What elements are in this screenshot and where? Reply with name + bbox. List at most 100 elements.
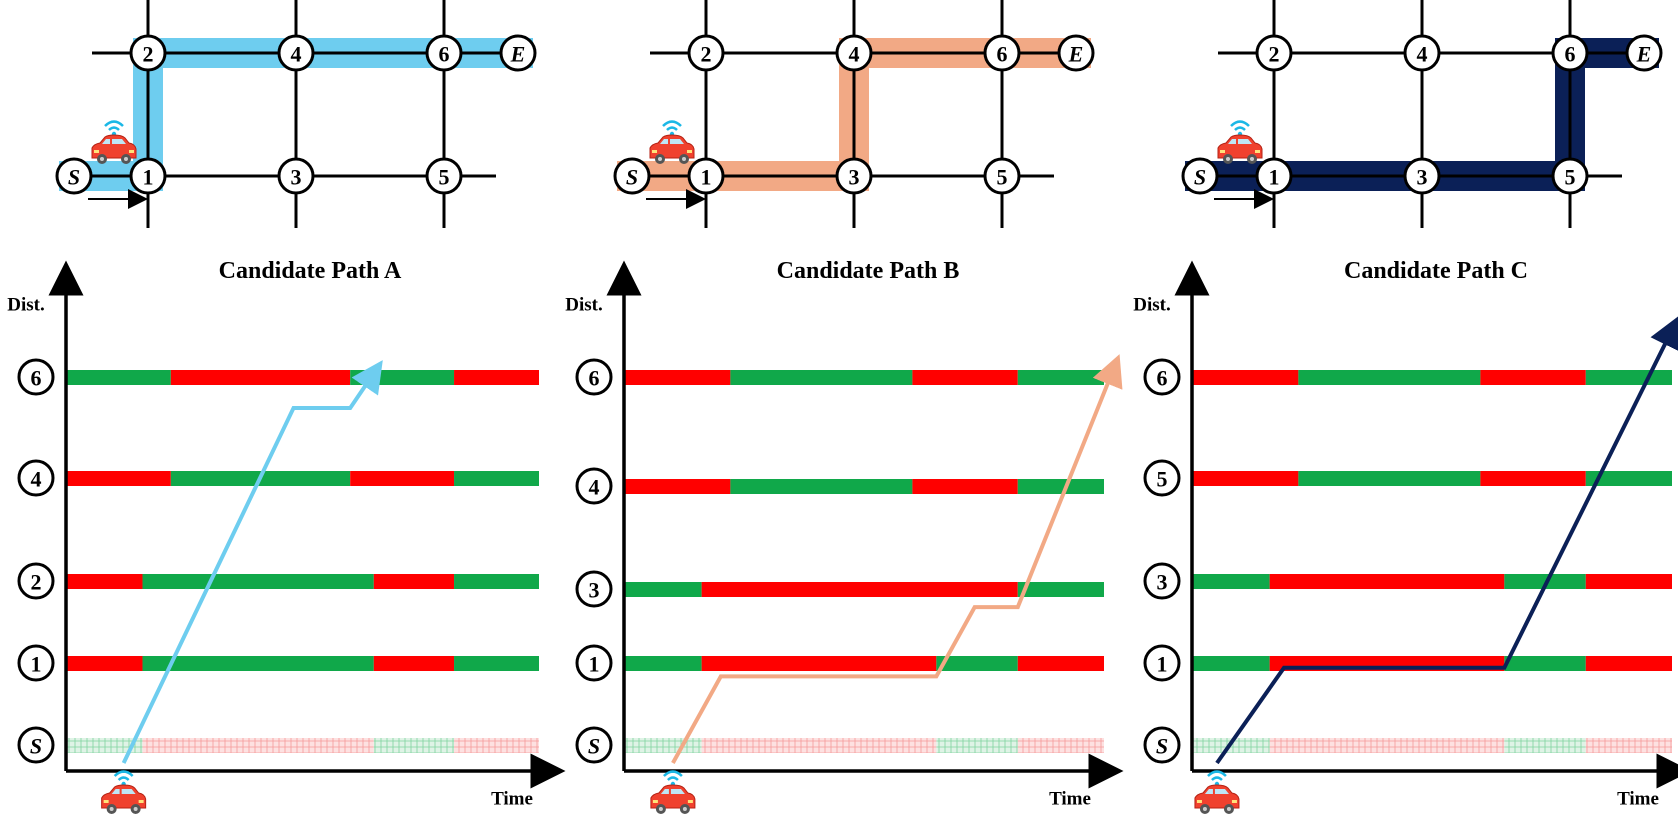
row-label-6: 6 (1143, 358, 1181, 396)
node-5-label: 5 (1565, 165, 1576, 190)
signal-row-2: 2 (17, 562, 539, 600)
y-axis-label: Dist. (7, 295, 44, 316)
signal-timing-chart: 6 4 2 1S Dist. Time (7, 260, 566, 814)
row-label-4-label: 4 (31, 467, 42, 492)
signal-row-4: 4 (17, 459, 539, 497)
signal-green-phase (625, 738, 702, 753)
signal-green-phase (454, 471, 539, 486)
row-label-1-label: 1 (31, 652, 42, 677)
signal-row-3: 3 (575, 570, 1104, 608)
connected-car-icon (649, 120, 695, 164)
node-6: 6 (425, 34, 463, 72)
start-car-icon (650, 770, 696, 814)
node-1-label: 1 (143, 165, 154, 190)
row-label-1-label: 1 (589, 652, 600, 677)
node-s: S (613, 157, 651, 195)
signal-green-phase (67, 738, 143, 753)
signal-red-phase (1585, 656, 1672, 671)
node-4: 4 (1403, 34, 1441, 72)
signal-row-6: 6 (1143, 358, 1672, 396)
row-label-3-label: 3 (1157, 570, 1168, 595)
node-6-label: 6 (1565, 42, 1576, 67)
row-label-s-label: S (30, 734, 42, 759)
panel-title: Candidate Path C (1344, 258, 1528, 284)
row-label-s: S (17, 726, 55, 764)
row-label-3-label: 3 (589, 578, 600, 603)
signal-red-phase (912, 479, 1018, 494)
node-2: 2 (1255, 34, 1293, 72)
signal-red-phase (1585, 738, 1672, 753)
node-s-label: S (68, 165, 80, 190)
node-s-label: S (626, 165, 638, 190)
signal-red-phase (1193, 471, 1299, 486)
node-5: 5 (425, 157, 463, 195)
signal-row-s: S (575, 726, 1104, 764)
signal-red-phase (142, 738, 374, 753)
signal-green-phase (1585, 370, 1672, 385)
node-5-label: 5 (439, 165, 450, 190)
signal-red-phase (625, 479, 731, 494)
connected-car-icon (91, 120, 137, 164)
node-e: E (1057, 34, 1095, 72)
signal-row-6: 6 (575, 358, 1104, 396)
signal-green-phase (1017, 370, 1104, 385)
signal-row-1: 1 (1143, 644, 1672, 682)
signal-red-phase (1193, 370, 1299, 385)
node-e-label: E (1636, 42, 1652, 67)
node-2-label: 2 (143, 42, 154, 67)
signal-green-phase (454, 656, 539, 671)
signal-green-phase (1298, 471, 1481, 486)
signal-red-phase (350, 471, 455, 486)
node-6-label: 6 (439, 42, 450, 67)
signal-row-1: 1 (17, 644, 539, 682)
row-label-2: 2 (17, 562, 55, 600)
signal-green-phase (373, 738, 455, 753)
node-e: E (499, 34, 537, 72)
signal-red-phase (1269, 574, 1505, 589)
signal-red-phase (67, 471, 171, 486)
row-label-6-label: 6 (1157, 366, 1168, 391)
signal-green-phase (1193, 656, 1270, 671)
node-1: 1 (687, 157, 725, 195)
signal-red-phase (67, 656, 143, 671)
signal-green-phase (1017, 479, 1104, 494)
row-label-6-label: 6 (31, 366, 42, 391)
node-3: 3 (1403, 157, 1441, 195)
row-label-3: 3 (1143, 562, 1181, 600)
signal-red-phase (1269, 738, 1505, 753)
row-label-3: 3 (575, 570, 613, 608)
x-axis-label: Time (491, 789, 533, 810)
row-label-6: 6 (575, 358, 613, 396)
signal-green-phase (67, 370, 171, 385)
panel-title: Candidate Path A (219, 258, 402, 284)
node-5-label: 5 (997, 165, 1008, 190)
signal-row-4: 4 (575, 467, 1104, 505)
node-3-label: 3 (291, 165, 302, 190)
row-label-s-label: S (588, 734, 600, 759)
start-car-icon (1194, 770, 1240, 814)
node-e-label: E (510, 42, 526, 67)
node-4: 4 (835, 34, 873, 72)
node-4-label: 4 (291, 42, 302, 67)
signal-red-phase (1017, 738, 1104, 753)
signal-green-phase (1193, 574, 1270, 589)
signal-row-6: 6 (17, 358, 539, 396)
row-label-5: 5 (1143, 459, 1181, 497)
node-5: 5 (983, 157, 1021, 195)
y-axis-label: Dist. (1133, 295, 1170, 316)
signal-red-phase (701, 656, 937, 671)
signal-red-phase (625, 370, 731, 385)
signal-row-s: S (17, 726, 539, 764)
road-grid: 2 4 6 E S 1 3 5 (55, 0, 537, 228)
row-label-1: 1 (17, 644, 55, 682)
signal-green-phase (142, 574, 374, 589)
signal-green-phase (454, 574, 539, 589)
signal-green-phase (625, 656, 702, 671)
signal-green-phase (730, 479, 913, 494)
signal-red-phase (1480, 471, 1586, 486)
signal-red-phase (67, 574, 143, 589)
node-2: 2 (129, 34, 167, 72)
